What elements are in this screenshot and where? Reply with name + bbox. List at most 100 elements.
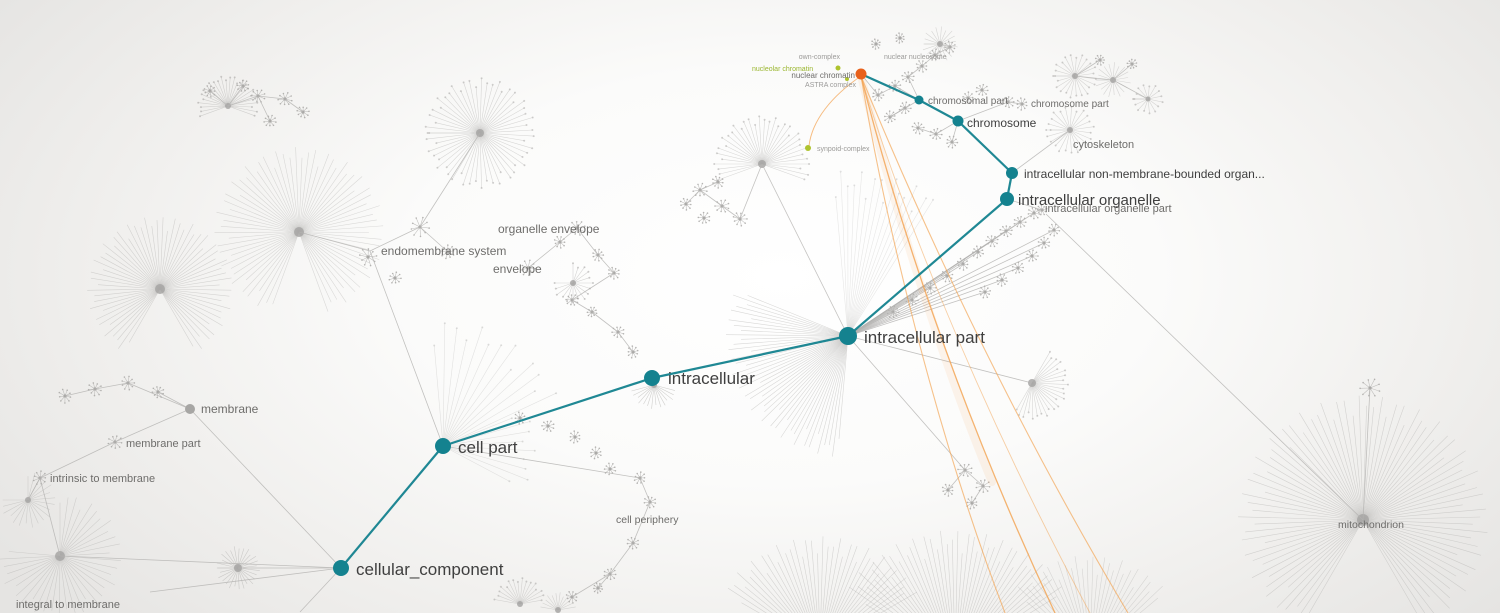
star-node[interactable] xyxy=(884,110,896,124)
graph-node-chromatin-green-2[interactable] xyxy=(845,77,849,81)
star-node[interactable] xyxy=(940,269,954,283)
star-node[interactable] xyxy=(541,420,555,432)
star-node[interactable] xyxy=(107,435,123,449)
graph-node-intracellular[interactable] xyxy=(644,370,660,386)
graph-edge xyxy=(257,95,286,100)
cluster-center-node[interactable] xyxy=(555,607,561,613)
node-label[interactable]: intracellular organelle xyxy=(1018,192,1161,209)
node-label[interactable]: membrane xyxy=(201,402,259,416)
graph-edge xyxy=(847,229,1055,337)
star-node[interactable] xyxy=(911,122,925,135)
graph-edge xyxy=(591,311,619,333)
graph-node-chromosomal-part[interactable] xyxy=(914,95,924,105)
star-node[interactable] xyxy=(946,135,959,149)
star-node[interactable] xyxy=(388,271,402,284)
graph-node-intracellular-part[interactable] xyxy=(839,327,857,345)
graph-node-nucleosome[interactable] xyxy=(855,68,867,80)
star-node[interactable] xyxy=(871,38,881,50)
graph-node-chromosome[interactable] xyxy=(952,115,964,127)
cluster-center-node[interactable] xyxy=(570,280,576,286)
node-label[interactable]: nuclear chromatin xyxy=(791,71,855,80)
graph-edge xyxy=(298,231,371,252)
star-node[interactable] xyxy=(627,345,639,359)
node-label[interactable]: nuclear nucleosome xyxy=(884,54,947,61)
star-node[interactable] xyxy=(1359,378,1381,397)
orange-relation-edge xyxy=(808,75,862,147)
star-node[interactable] xyxy=(966,496,978,510)
node-label[interactable]: cytoskeleton xyxy=(1073,139,1134,151)
node-label[interactable]: intracellular xyxy=(668,369,755,388)
node-label[interactable]: cellular_component xyxy=(356,560,504,579)
star-node[interactable] xyxy=(941,483,954,497)
graph-node-cellular-component[interactable] xyxy=(333,560,349,576)
graph-node-intracellular-organelle[interactable] xyxy=(1000,192,1014,206)
star-node[interactable] xyxy=(915,60,928,73)
graph-edge xyxy=(59,555,342,569)
node-label[interactable]: envelope xyxy=(493,262,542,276)
graph-edge xyxy=(1045,213,1364,521)
star-node[interactable] xyxy=(1025,249,1039,262)
graph-node-intracellular-non-membrane-bounded-organelle[interactable] xyxy=(1006,167,1018,179)
cluster-fan xyxy=(433,322,558,447)
node-label[interactable]: organelle envelope xyxy=(498,222,600,236)
graph-edge xyxy=(189,408,342,569)
star-node[interactable] xyxy=(568,221,586,236)
node-label[interactable]: intrinsic to membrane xyxy=(50,473,155,485)
star-node[interactable] xyxy=(565,294,579,306)
graph-node-chromatin-green-1[interactable] xyxy=(835,65,841,71)
node-label[interactable]: synpoid-complex xyxy=(817,146,870,153)
star-node[interactable] xyxy=(979,285,991,299)
node-label[interactable]: chromosomal part xyxy=(928,96,1008,107)
star-node[interactable] xyxy=(58,388,72,404)
star-node[interactable] xyxy=(975,83,989,96)
node-label[interactable]: integral to membrane xyxy=(16,599,120,611)
star-node[interactable] xyxy=(1016,97,1028,111)
star-node[interactable] xyxy=(895,32,905,44)
star-node[interactable] xyxy=(590,446,602,460)
graph-node-synpoid-complex[interactable] xyxy=(805,145,811,151)
cluster-center-node[interactable] xyxy=(517,601,523,607)
cluster-center-node[interactable] xyxy=(155,284,165,294)
star-node[interactable] xyxy=(151,386,165,399)
node-label[interactable]: nucleolar chromatin xyxy=(752,66,813,73)
node-label[interactable]: chromosome part xyxy=(1031,99,1109,110)
star-node[interactable] xyxy=(996,273,1008,287)
graph-edge xyxy=(284,98,304,113)
graph-node-cell-part[interactable] xyxy=(435,438,451,454)
star-node[interactable] xyxy=(961,91,974,105)
star-node[interactable] xyxy=(236,79,250,92)
graph-node-membrane[interactable] xyxy=(185,404,195,414)
cluster-fan xyxy=(540,592,576,613)
graph-edge xyxy=(157,391,191,410)
node-label[interactable]: cell part xyxy=(458,438,518,457)
star-node[interactable] xyxy=(928,48,942,61)
graph-edge xyxy=(114,408,191,443)
node-label[interactable]: ASTRA complex xyxy=(805,82,856,89)
node-label[interactable]: own-complex xyxy=(799,54,841,61)
node-label[interactable]: intracellular non-membrane-bounded organ… xyxy=(1024,167,1265,181)
star-node[interactable] xyxy=(732,212,748,227)
graph-edge xyxy=(939,43,951,48)
node-label[interactable]: chromosome xyxy=(967,116,1037,130)
star-node[interactable] xyxy=(359,248,378,267)
star-node[interactable] xyxy=(1037,236,1051,249)
graph-edge xyxy=(571,299,593,313)
node-label[interactable]: mitochondrion xyxy=(1338,519,1404,531)
label-layer: cellular_component cell part intracellular… xyxy=(16,54,1404,611)
star-node[interactable] xyxy=(1027,207,1041,220)
node-label[interactable]: cell periphery xyxy=(616,514,679,526)
star-node[interactable] xyxy=(586,306,598,318)
node-label[interactable]: intracellular organelle part xyxy=(1045,203,1172,215)
star-node[interactable] xyxy=(712,175,724,189)
star-node[interactable] xyxy=(1011,261,1024,274)
star-node[interactable] xyxy=(569,430,581,444)
cluster-fan xyxy=(553,262,594,304)
graph-edge xyxy=(957,101,1009,122)
node-label[interactable]: intracellular part xyxy=(864,328,985,347)
star-node[interactable] xyxy=(697,211,711,224)
node-label[interactable]: endomembrane system xyxy=(381,244,506,258)
node-label[interactable]: membrane part xyxy=(126,438,201,450)
cluster-fan xyxy=(727,536,918,613)
cluster-fan xyxy=(493,577,545,607)
